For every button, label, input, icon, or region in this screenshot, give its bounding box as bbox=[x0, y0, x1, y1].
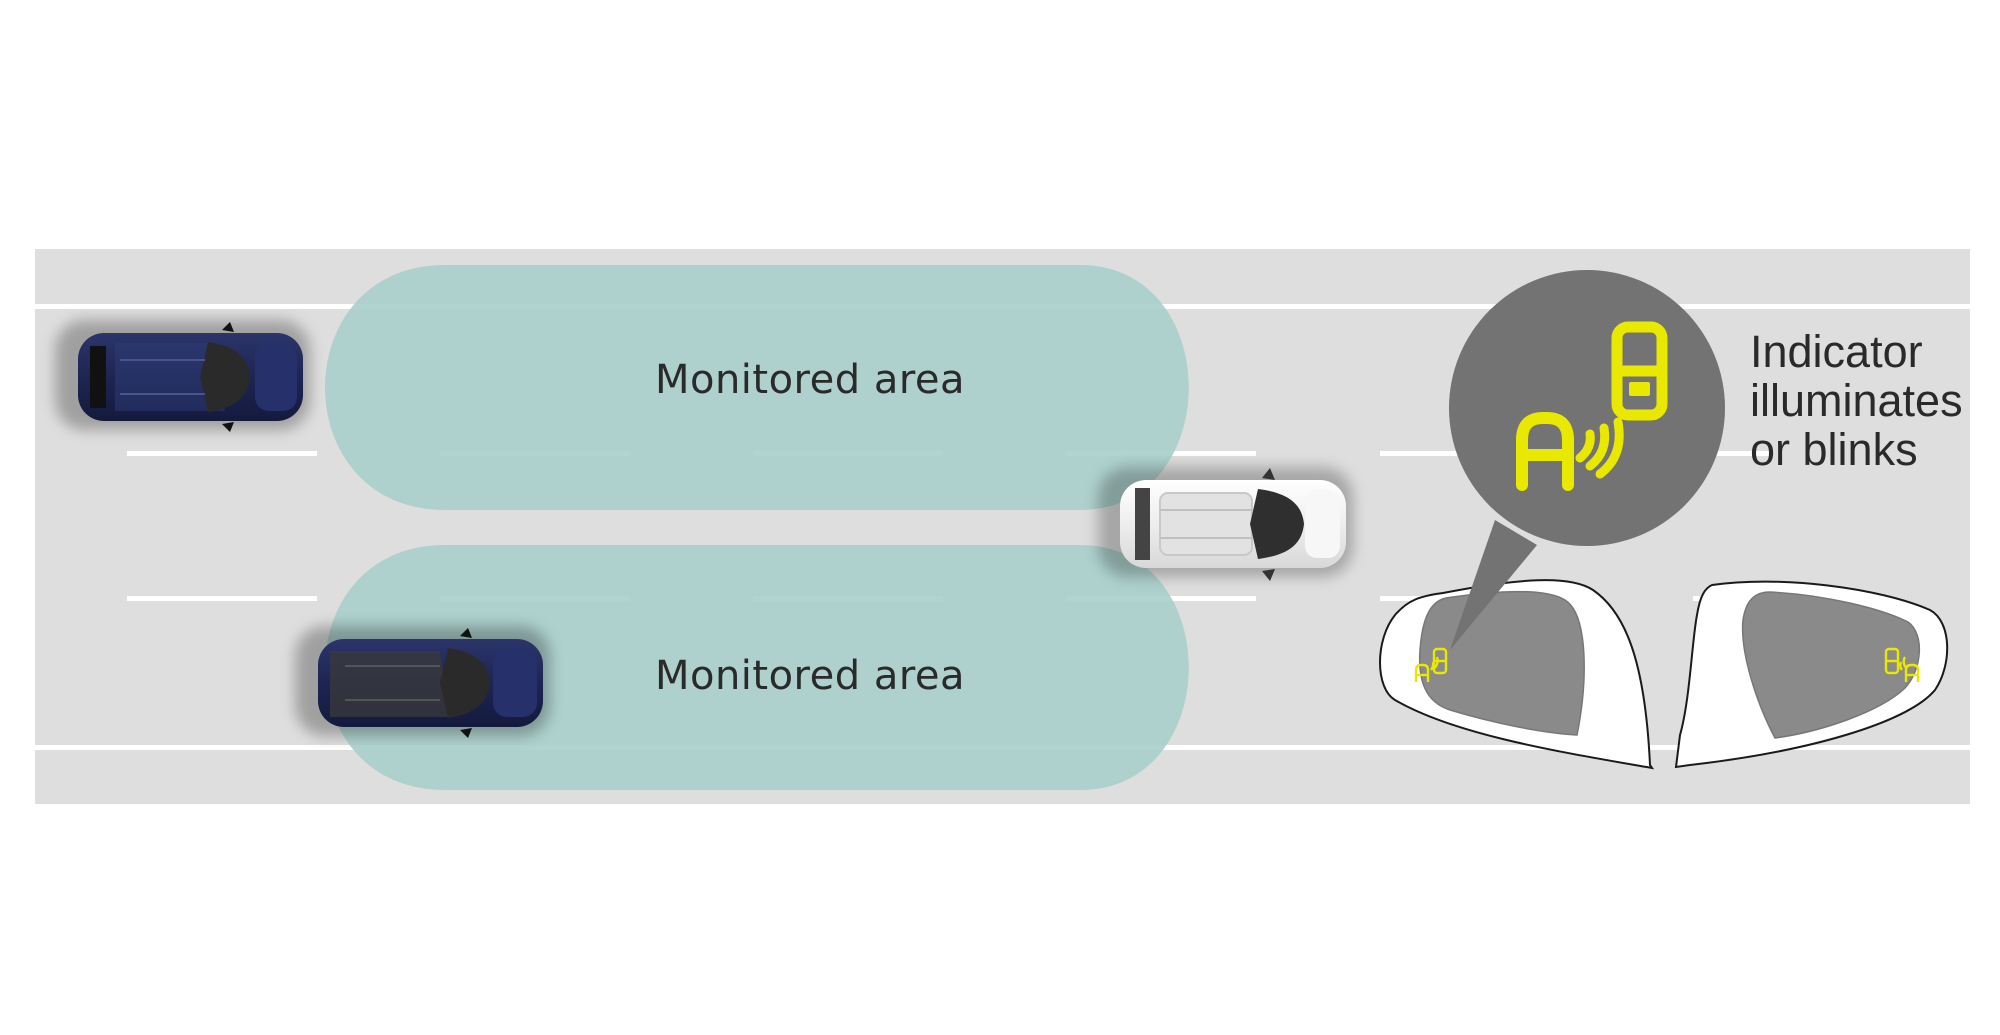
caption-line-2: illuminates bbox=[1750, 375, 1963, 426]
callout-pointer bbox=[1450, 520, 1537, 650]
white-car bbox=[1098, 467, 1353, 581]
blind-spot-warning-icon bbox=[1516, 321, 1668, 491]
right-mirror-indicator-icon bbox=[1884, 647, 1920, 682]
callout-bubble bbox=[1449, 270, 1725, 546]
dark-car-upper-lane bbox=[55, 320, 310, 432]
monitored-area-label-upper: Monitored area bbox=[654, 357, 966, 403]
indicator-caption: Indicator illuminates or blinks bbox=[1750, 327, 1963, 474]
dark-car-lower-lane bbox=[295, 626, 550, 738]
left-mirror-indicator-icon bbox=[1414, 647, 1448, 682]
right-side-mirror bbox=[1674, 580, 1949, 769]
caption-line-3: or blinks bbox=[1750, 424, 1918, 475]
monitored-area-label-lower: Monitored area bbox=[654, 653, 966, 699]
caption-line-1: Indicator bbox=[1750, 326, 1923, 377]
monitored-area-upper bbox=[325, 265, 1189, 510]
monitored-area-lower bbox=[325, 545, 1189, 790]
